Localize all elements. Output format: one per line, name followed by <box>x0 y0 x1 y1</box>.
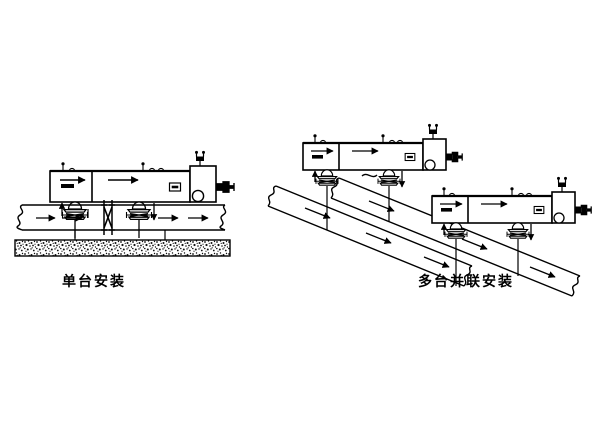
pipe-upper-arrow-1 <box>304 207 331 219</box>
pipe-lower-arrow-1 <box>368 200 395 212</box>
pipe-break-left <box>16 204 24 231</box>
pipe-upper-wall-b <box>267 205 465 287</box>
flow-arrow-inlet <box>60 176 86 188</box>
pipe-break-right <box>219 204 227 231</box>
unit-upper-flex-connector <box>361 173 378 178</box>
panel-window <box>168 182 182 192</box>
pipe-lower-arrow-2 <box>461 238 488 250</box>
pipe-upper-arrow-3 <box>423 256 450 268</box>
unit-body <box>49 150 235 203</box>
pipe-lower-arrow-3 <box>529 266 556 278</box>
unit-upper-drain-ball <box>424 159 436 171</box>
unit-upper-flow-arrow-inlet <box>311 147 334 159</box>
pipe-lower-break-left <box>330 177 340 199</box>
pipe-upper-wall-a <box>275 185 473 267</box>
mount-right <box>125 201 158 238</box>
pipe-lower-break-right <box>571 275 581 297</box>
pipe-upper-diagonal <box>267 185 473 287</box>
pipe-upper-arrow-2 <box>365 232 392 244</box>
unit-upper-panel-window <box>404 152 416 162</box>
hatched-ground-strip <box>14 239 231 257</box>
pipe-upper-break-left <box>267 185 277 207</box>
unit-lower-drain-ball <box>553 212 565 224</box>
pipe-lower-wall-b <box>330 197 573 297</box>
inline-damper <box>101 200 115 235</box>
drain-ball <box>191 189 205 203</box>
figure-parallel-units <box>267 123 592 297</box>
pipe-upper-break-right <box>463 265 473 287</box>
unit-lower-flow-arrow-inlet <box>440 200 463 212</box>
unit-upper <box>302 123 463 230</box>
unit-lower <box>431 176 592 286</box>
main-pipe <box>16 200 227 235</box>
figure-single-unit <box>14 150 235 257</box>
unit-lower-panel-window <box>533 205 545 215</box>
